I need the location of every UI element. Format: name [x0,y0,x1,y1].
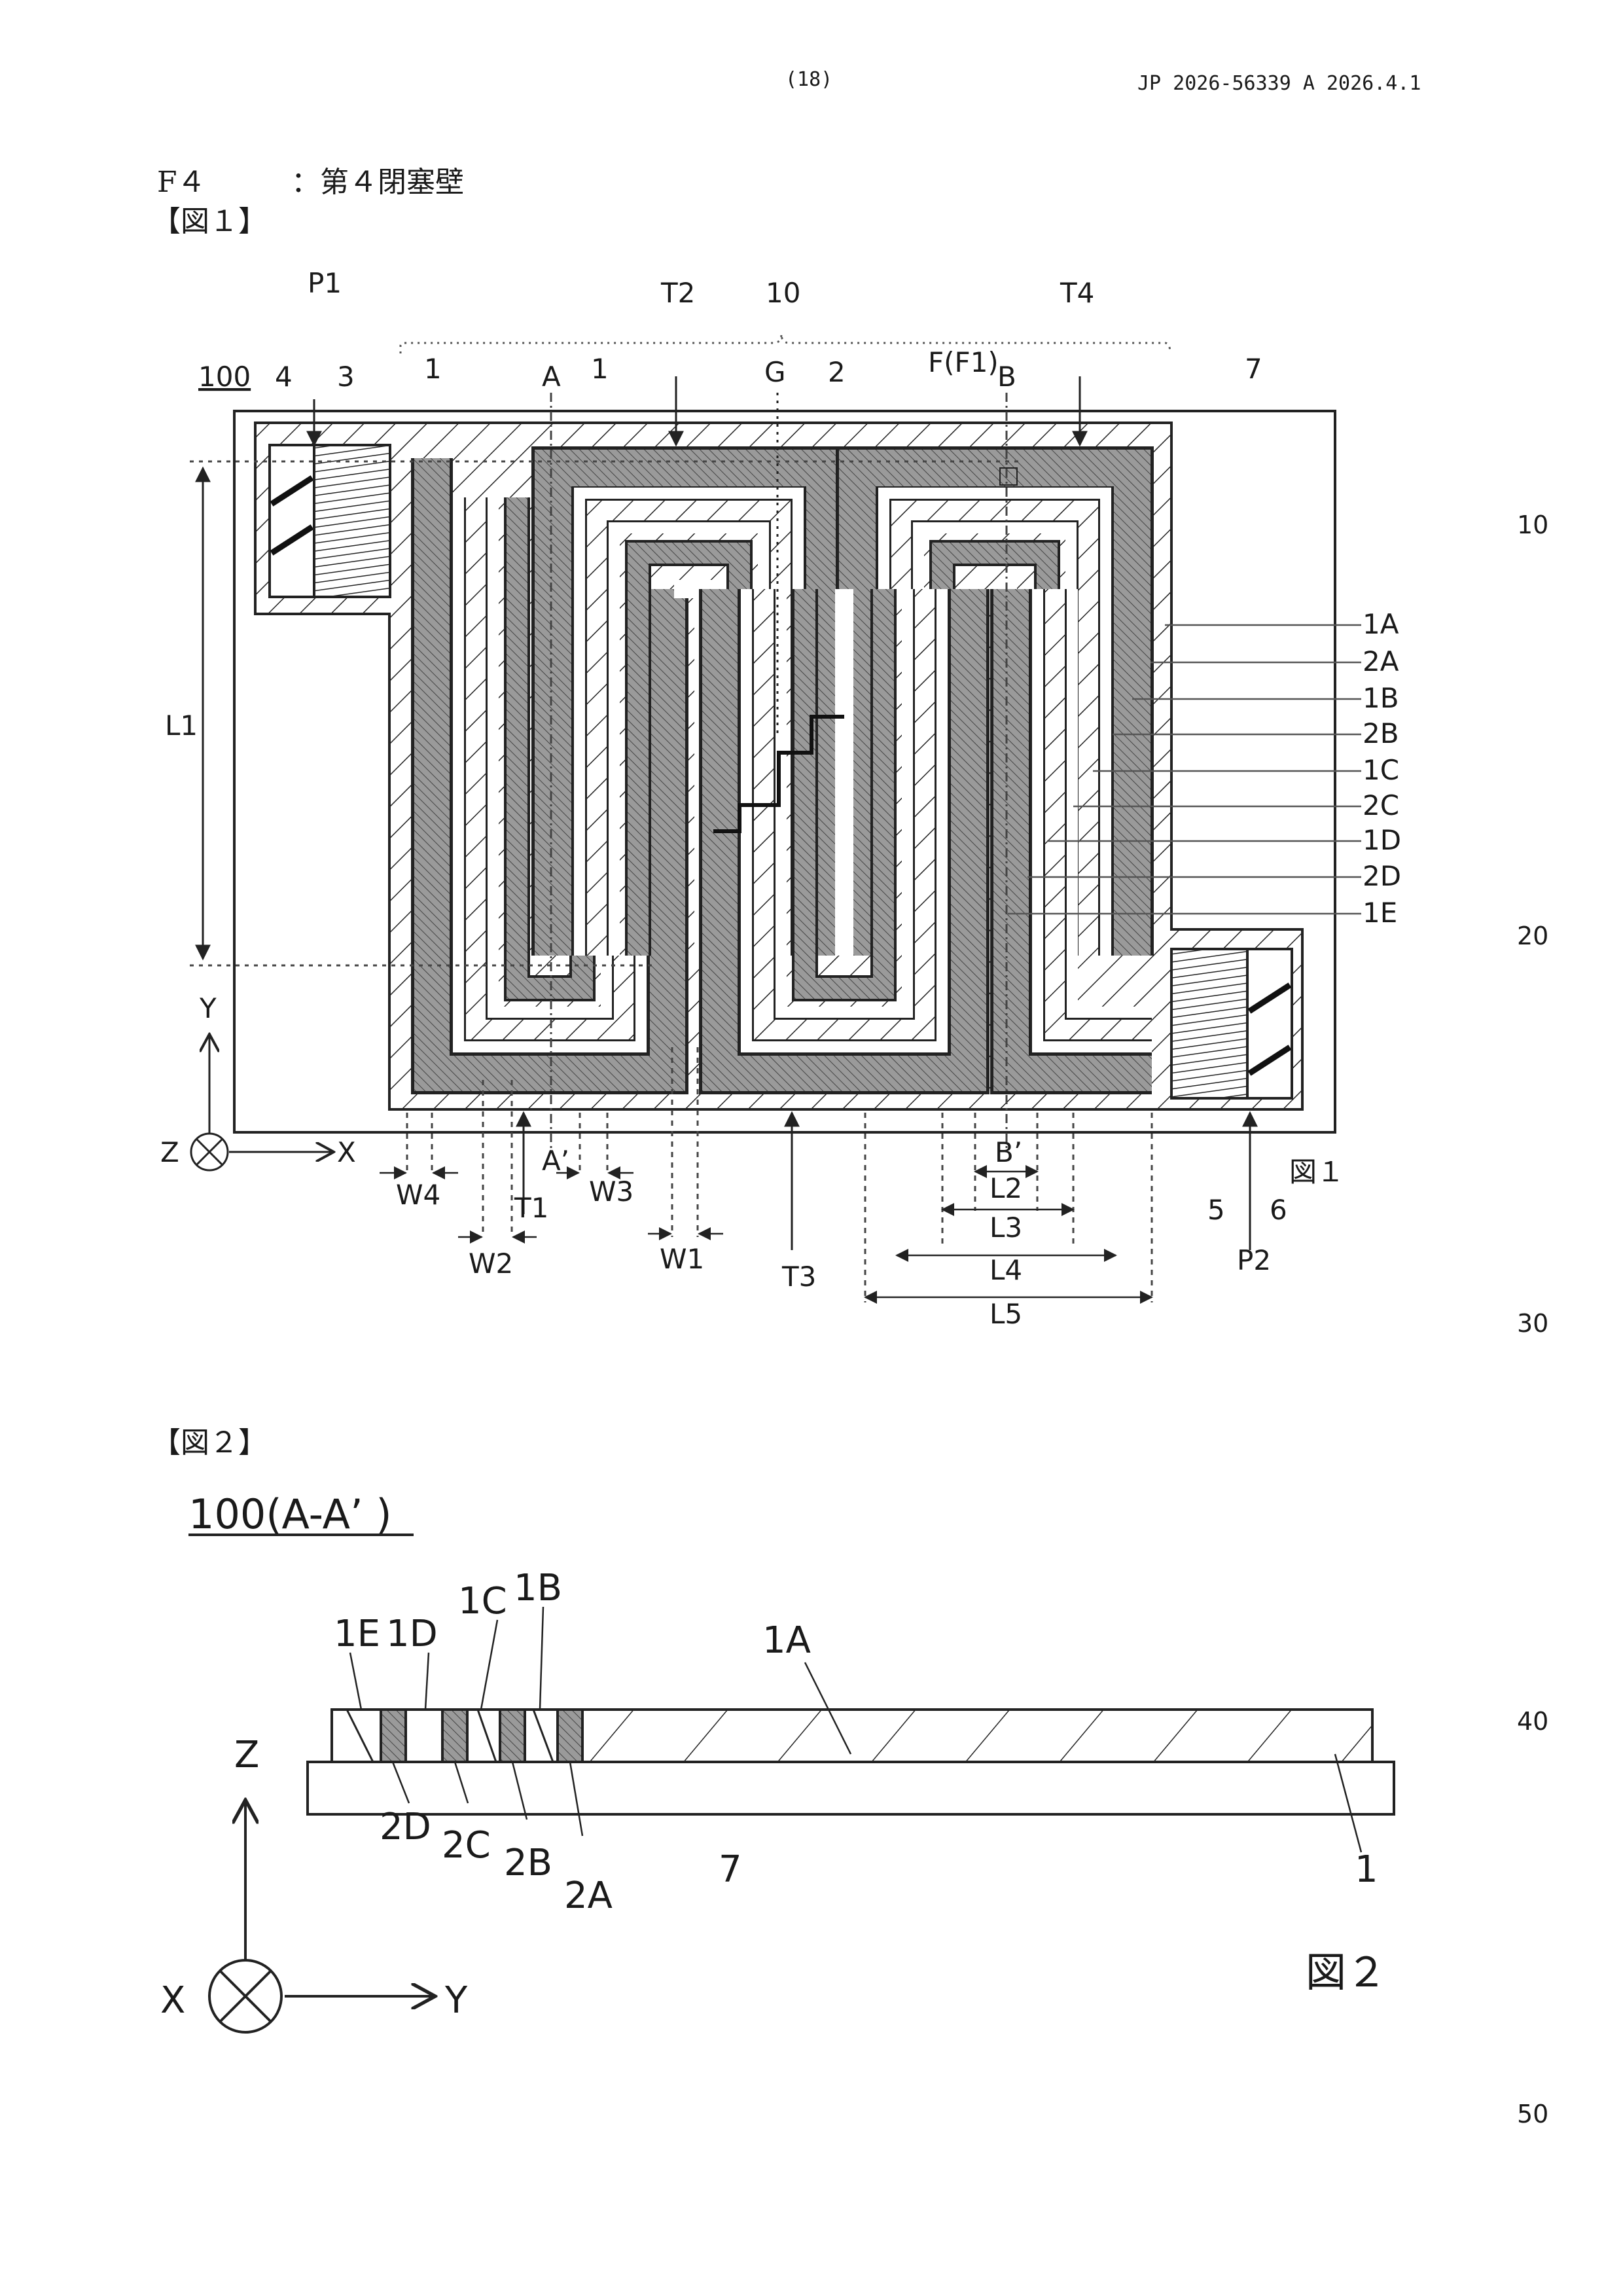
figure-2-title: 100(A-A’ ) [188,1490,392,1538]
label-T4: T4 [1060,277,1094,309]
fig2-label-1B: 1B [514,1567,562,1609]
label-P1: P1 [308,267,342,299]
figure-2-caption: 図２ [1306,1948,1387,1996]
label-100: 100 [198,361,251,393]
fig2-label-2C: 2C [442,1824,491,1867]
axis-Z-label: Z [160,1136,179,1168]
label-Bprime: B’ [995,1136,1022,1168]
label-F: F(F1) [928,346,999,378]
axis-Y-label: Y [199,992,217,1024]
fig2-label-1C: 1C [458,1580,507,1623]
fig2-segments [332,1710,582,1762]
pad-6 [1247,949,1292,1098]
label-Aprime: A’ [542,1145,569,1177]
label-L2: L2 [990,1172,1022,1204]
wall-F1 [1000,468,1017,485]
axis-X-label: X [337,1136,356,1168]
figure-1-caption: 図１ [1289,1156,1344,1188]
label-10: 10 [766,277,800,309]
pad-3 [314,445,390,597]
label-2: 2 [828,356,846,388]
label-L3: L3 [990,1211,1022,1244]
label-T2: T2 [660,277,695,309]
side-label: 1E [1363,897,1397,929]
side-label: 2B [1363,717,1399,749]
side-label: 1D [1363,824,1401,856]
pad-5 [1171,949,1247,1098]
label-G: G [764,356,786,388]
fig2-label-2D: 2D [380,1806,431,1848]
fig2-axis-X: X [160,1979,185,2022]
label-4: 4 [275,361,293,393]
side-label: 1C [1363,754,1399,786]
label-7: 7 [1245,353,1262,385]
label-1b: 1 [591,353,609,385]
fig2-label-2B: 2B [504,1842,552,1884]
fig2-label-1E: 1E [334,1613,380,1655]
label-W3: W3 [589,1175,633,1208]
label-W4: W4 [396,1179,440,1211]
label-W1: W1 [660,1243,704,1275]
fig2-label-7: 7 [719,1848,742,1891]
label-P2: P2 [1237,1244,1271,1276]
side-label: 2A [1363,645,1399,677]
bracket-10 [401,334,1170,353]
label-T1: T1 [514,1192,548,1224]
fig2-label-2A: 2A [564,1874,613,1917]
side-label: 2D [1363,860,1401,892]
side-label: 2C [1363,789,1399,821]
figure-1-diagram: P1 T2 10 T4 100 4 3 1 A 1 G 2 F(F1) B 7 … [160,267,1401,1330]
label-6: 6 [1270,1194,1287,1226]
fig2-label-1A: 1A [762,1619,811,1662]
label-L4: L4 [990,1254,1022,1286]
label-T3: T3 [781,1261,816,1293]
label-L5: L5 [990,1298,1022,1330]
fig2-label-1: 1 [1355,1848,1378,1891]
figure-2-diagram: 100(A-A’ ) [160,1490,1394,2032]
side-label: 1B [1363,682,1399,714]
fig2-axis-Z: Z [234,1734,259,1776]
label-L1: L1 [165,709,198,742]
fig2-substrate-7 [308,1762,1394,1814]
side-label: 1A [1363,608,1399,640]
label-1a: 1 [424,353,442,385]
label-A: A [542,361,561,393]
label-W2: W2 [469,1247,513,1280]
label-5: 5 [1207,1194,1225,1226]
fig2-axis-Y: Y [444,1979,468,2022]
label-3: 3 [337,361,355,393]
label-B: B [997,361,1016,393]
pad-4 [270,445,314,597]
fig2-label-1D: 1D [386,1613,438,1655]
